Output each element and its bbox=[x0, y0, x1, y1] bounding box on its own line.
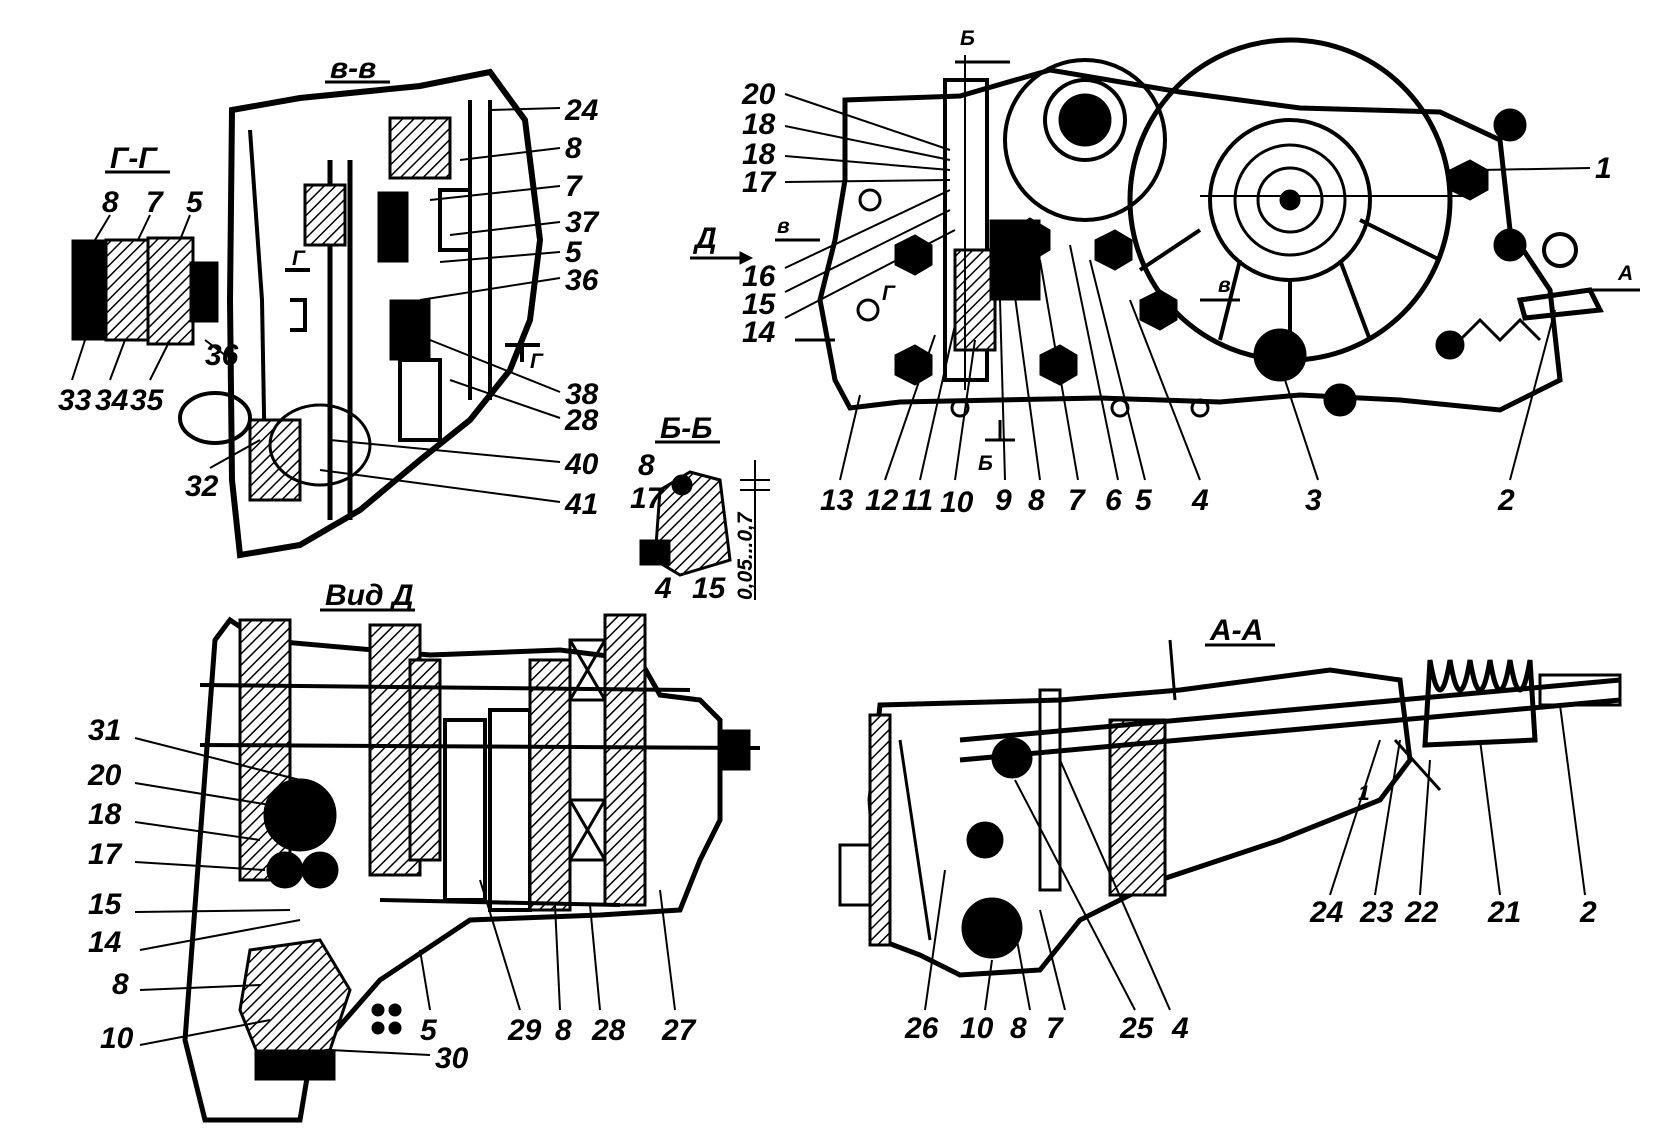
bb-callout: 17 bbox=[630, 482, 665, 515]
main-callout: 13 bbox=[820, 484, 854, 517]
view-vid-d: Вид Д bbox=[87, 579, 761, 1123]
view-vid-d-title: Вид Д bbox=[325, 579, 414, 612]
aa-housing bbox=[867, 667, 1413, 978]
main-callout: 17 bbox=[742, 166, 777, 199]
vv-callout: 36 bbox=[565, 264, 599, 297]
main-callout: 1 bbox=[1595, 152, 1612, 185]
vv-callout: 37 bbox=[565, 206, 600, 239]
vid-d-callout: 28 bbox=[591, 1014, 626, 1047]
main-section-mark-g: Г bbox=[882, 282, 896, 305]
vv-callouts: 24 8 7 37 5 36 38 28 40 41 32 bbox=[185, 94, 600, 521]
vid-d-left-callouts: 31 20 18 17 15 14 8 10 bbox=[87, 714, 134, 1055]
gg-callout: 33 bbox=[58, 384, 92, 417]
view-v-v-title: в-в bbox=[330, 52, 376, 85]
vv-callout: 28 bbox=[564, 404, 599, 437]
main-callout: 6 bbox=[1105, 484, 1122, 517]
main-callout: 2 bbox=[1497, 484, 1515, 517]
aa-callout: 26 bbox=[904, 1012, 939, 1045]
main-callout: 8 bbox=[1028, 484, 1045, 517]
vid-d-callout: 15 bbox=[88, 888, 123, 921]
view-v-v: в-в Г Г bbox=[178, 52, 600, 559]
vv-callout: 38 bbox=[565, 378, 599, 411]
main-callout: 4 bbox=[1191, 484, 1209, 517]
main-callout: 12 bbox=[865, 484, 899, 517]
vid-d-housing bbox=[182, 616, 723, 1123]
vid-d-callout: 18 bbox=[88, 798, 122, 831]
vid-d-callout: 8 bbox=[555, 1014, 572, 1047]
bb-callout: 15 bbox=[692, 572, 727, 605]
main-bottom-callouts: 13 12 11 10 9 8 7 6 5 4 3 2 bbox=[820, 484, 1515, 519]
main-callout: 5 bbox=[1135, 484, 1153, 517]
aa-callout: 24 bbox=[1309, 896, 1344, 929]
view-a-a: А-А bbox=[838, 614, 1622, 1045]
gg-callout: 5 bbox=[186, 186, 204, 219]
aa-mark: 1 bbox=[1358, 782, 1370, 805]
vid-d-callout: 29 bbox=[507, 1014, 542, 1047]
main-callout: 11 bbox=[902, 484, 933, 517]
main-callout: 20 bbox=[741, 78, 776, 111]
main-view-direction-d: Д bbox=[692, 222, 717, 255]
vid-d-bottom-callouts: 30 5 29 8 28 27 bbox=[420, 1014, 697, 1075]
main-callout: 3 bbox=[1305, 484, 1322, 517]
main-callout: 16 bbox=[742, 260, 776, 293]
aa-callout: 4 bbox=[1171, 1012, 1189, 1045]
aa-callout: 10 bbox=[960, 1012, 994, 1045]
main-callout: 9 bbox=[995, 484, 1012, 517]
vv-callout: 7 bbox=[565, 170, 583, 203]
view-b-b-title: Б-Б bbox=[660, 412, 712, 445]
vid-d-callout: 20 bbox=[87, 759, 122, 792]
vid-d-callout: 31 bbox=[88, 714, 121, 747]
view-g-g-title: Г-Г bbox=[110, 142, 158, 175]
gg-callout: 8 bbox=[102, 186, 119, 219]
aa-callout: 8 bbox=[1010, 1012, 1027, 1045]
main-callout: 15 bbox=[742, 288, 777, 321]
vid-d-callout: 10 bbox=[100, 1022, 134, 1055]
vv-section-mark-g-bottom: Г bbox=[530, 350, 544, 373]
main-callout: 18 bbox=[742, 108, 776, 141]
aa-callout: 23 bbox=[1359, 896, 1394, 929]
vv-callout: 41 bbox=[564, 488, 598, 521]
aa-callout: 21 bbox=[1487, 896, 1521, 929]
vid-d-callout: 27 bbox=[661, 1014, 697, 1047]
vv-callout: 32 bbox=[185, 470, 219, 503]
aa-callout: 7 bbox=[1046, 1012, 1064, 1045]
vid-d-callout: 30 bbox=[435, 1042, 469, 1075]
bb-callout: 8 bbox=[638, 449, 655, 482]
vid-d-callout: 8 bbox=[112, 968, 129, 1001]
aa-callout: 2 bbox=[1579, 896, 1597, 929]
main-section-mark-b-bottom: Б bbox=[978, 452, 993, 475]
aa-callout: 25 bbox=[1119, 1012, 1155, 1045]
gg-callout: 36 bbox=[205, 339, 239, 372]
main-section-mark-b-top: Б bbox=[960, 27, 975, 50]
vv-callout: 8 bbox=[565, 132, 582, 165]
vid-d-callout: 17 bbox=[88, 838, 123, 871]
vv-callout: 40 bbox=[564, 448, 599, 481]
vv-section-mark-g-top: Г bbox=[292, 247, 306, 270]
vid-d-callout: 5 bbox=[420, 1014, 438, 1047]
gg-callout: 7 bbox=[146, 186, 164, 219]
view-b-b: Б-Б 8 17 4 15 0,05...0,7 bbox=[630, 412, 770, 605]
aa-callouts: 24 23 22 21 2 26 10 8 7 25 4 bbox=[904, 896, 1597, 1045]
vv-callout: 24 bbox=[564, 94, 599, 127]
main-left-callouts: 20 18 18 17 16 15 14 bbox=[741, 78, 777, 349]
bb-dimension: 0,05...0,7 bbox=[734, 511, 757, 600]
view-a-a-title: А-А bbox=[1209, 614, 1263, 647]
main-callout: 18 bbox=[742, 138, 776, 171]
main-section-mark-v-right: в bbox=[1218, 274, 1231, 297]
main-callout: 7 bbox=[1068, 484, 1086, 517]
gg-callout: 34 bbox=[95, 384, 129, 417]
view-g-g: Г-Г 8 7 5 33 34 35 36 bbox=[58, 142, 239, 417]
main-section-mark-v-left: в bbox=[777, 215, 790, 238]
bb-callout: 4 bbox=[654, 572, 672, 605]
main-view: Б Б Д в в Г А bbox=[690, 27, 1640, 519]
main-callout: 10 bbox=[940, 486, 974, 519]
gg-callout: 35 bbox=[130, 384, 165, 417]
main-callout: 14 bbox=[742, 316, 776, 349]
vv-callout: 5 bbox=[565, 236, 583, 269]
main-section-mark-a: А bbox=[1617, 262, 1633, 285]
aa-callout: 22 bbox=[1404, 896, 1439, 929]
vid-d-callout: 14 bbox=[88, 926, 122, 959]
